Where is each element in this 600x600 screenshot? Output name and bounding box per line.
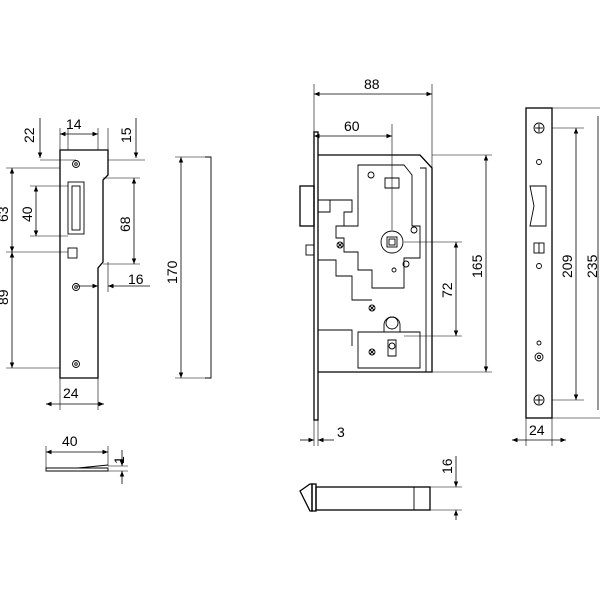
strike-bottom-dimension: 24 <box>46 378 104 410</box>
dim-40-profile: 40 <box>62 433 78 449</box>
dim-89: 89 <box>0 289 11 305</box>
dim-68: 68 <box>117 216 133 232</box>
dim-40-left: 40 <box>19 206 35 222</box>
strike-top-dimensions: 22 14 15 <box>21 116 145 161</box>
lock-top-dimensions: 88 60 <box>313 76 433 230</box>
strike-left-dimensions: 63 40 89 <box>0 167 68 369</box>
dim-235: 235 <box>584 254 600 278</box>
screw-icon <box>533 394 545 406</box>
lock-bottom-dimension: 3 <box>300 420 345 446</box>
dim-60: 60 <box>344 118 360 134</box>
strike-side-view: 170 <box>164 156 212 379</box>
dim-22: 22 <box>21 127 37 143</box>
dim-170: 170 <box>164 260 180 284</box>
lock-right-dimensions: 165 72 <box>404 154 492 373</box>
strike-profile-view: 40 1 <box>45 433 128 484</box>
faceplate-front <box>525 107 553 419</box>
dim-209: 209 <box>559 254 575 278</box>
faceplate-dimensions: 209 235 24 <box>512 107 600 446</box>
dim-72: 72 <box>439 282 455 298</box>
dim-24-faceplate: 24 <box>529 422 545 438</box>
dim-16-bolt: 16 <box>439 458 455 474</box>
screw-icon <box>336 241 344 249</box>
screw-icon <box>368 304 376 312</box>
strike-plate-front <box>59 149 109 379</box>
dim-165: 165 <box>469 254 485 278</box>
dim-14: 14 <box>66 116 82 132</box>
screw-icon <box>368 348 376 356</box>
bolt-top-view: 16 <box>299 456 462 520</box>
dim-88: 88 <box>364 76 380 92</box>
dim-1: 1 <box>111 456 127 464</box>
dim-24-strike: 24 <box>63 385 79 401</box>
dim-15: 15 <box>118 127 134 143</box>
dim-63: 63 <box>0 206 11 222</box>
lock-body <box>299 131 433 421</box>
strike-right-dimensions: 68 16 <box>76 177 150 292</box>
screw-icon <box>533 122 545 134</box>
dim-3: 3 <box>337 424 345 440</box>
dim-16-strike: 16 <box>128 271 144 287</box>
